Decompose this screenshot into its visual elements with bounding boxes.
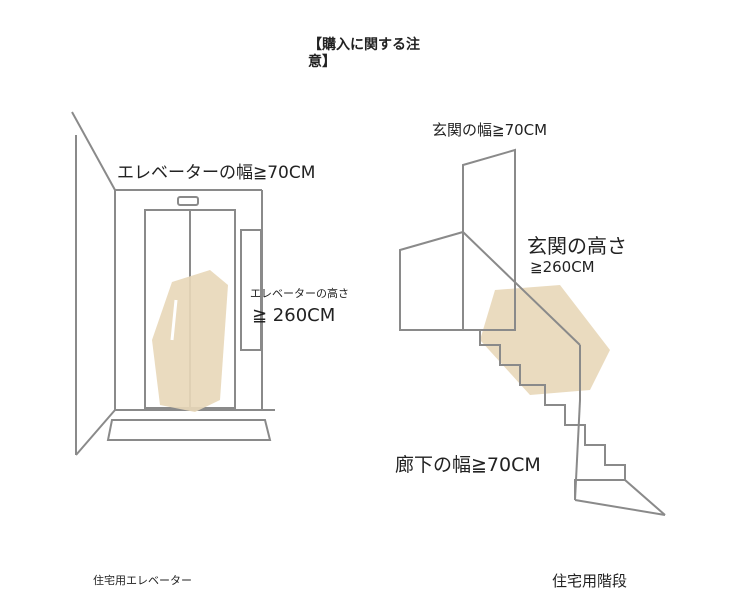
entrance-width-label: 玄関の幅≧70CM: [432, 121, 548, 139]
title-line-1: 【購入に関する注: [308, 37, 420, 53]
elevator-height-label: エレベーターの高さ: [250, 287, 349, 300]
page-title: 【購入に関する注 意】: [308, 37, 420, 71]
title-line-2: 意】: [308, 54, 336, 70]
corridor-width-label: 廊下の幅≧70CM: [395, 454, 541, 476]
package-box: [480, 285, 610, 395]
entrance-height-label: 玄関の高さ: [527, 234, 627, 258]
stairs-caption: 住宅用階段: [552, 572, 628, 590]
entrance-height-value: ≧260CM: [530, 258, 595, 276]
stairs-drawing: [399, 148, 666, 516]
elevator-height-value: ≧ 260CM: [252, 305, 336, 326]
elevator-caption: 住宅用エレベーター: [93, 574, 192, 587]
elevator-drawing: [71, 111, 275, 456]
package-box: [152, 270, 228, 412]
elevator-width-label: エレベーターの幅≧70CM: [117, 163, 316, 183]
